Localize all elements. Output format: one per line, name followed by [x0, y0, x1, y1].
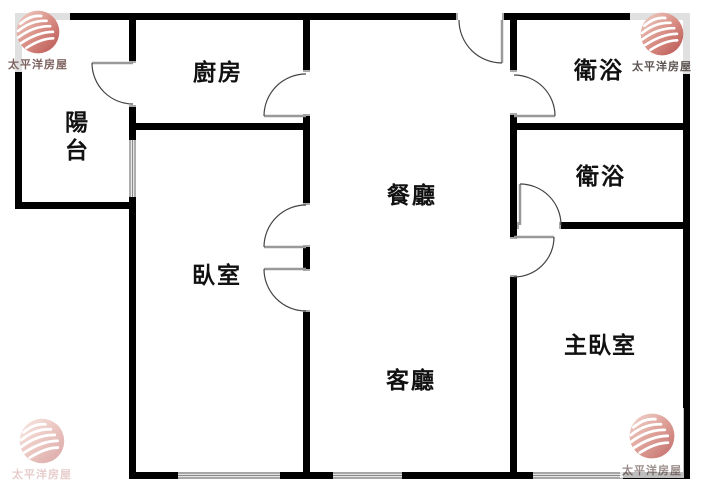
pacific-logo-icon — [16, 10, 60, 54]
watermark-brand-text: 太平洋房屋 — [632, 60, 692, 73]
door-swing-arc — [263, 73, 307, 117]
jamb-cap — [303, 269, 310, 271]
watermark-brand-text: 太平洋房屋 — [622, 464, 682, 477]
pacific-logo-icon — [19, 418, 65, 464]
wall-segment — [303, 312, 310, 479]
door-jambs — [129, 13, 561, 312]
door-bathroom-1 — [513, 74, 556, 118]
jamb-cap — [303, 245, 310, 247]
wall-segment — [15, 13, 458, 20]
wall-segment — [510, 277, 517, 479]
door-swing-arc — [91, 62, 134, 105]
wall-segment — [510, 123, 690, 130]
wall-segment — [129, 472, 178, 479]
jamb-cap — [510, 275, 517, 277]
window-living-south — [333, 472, 402, 479]
watermark-top-right: 太平洋房屋 — [630, 8, 694, 74]
wall-segment — [303, 247, 310, 269]
room-label-bathroom-1: 衛浴 — [574, 58, 624, 84]
wall-segment — [510, 13, 517, 72]
watermark-bottom-left: 太平洋房屋 — [10, 414, 74, 482]
room-label-master-bedroom: 主臥室 — [564, 333, 636, 359]
door-swing-arc — [263, 268, 307, 312]
door-bedroom-upper — [263, 204, 307, 249]
wall-segment — [510, 115, 517, 237]
room-label-living: 客廳 — [386, 368, 436, 394]
wall-segment — [129, 105, 136, 140]
jamb-cap — [510, 113, 517, 115]
door-entry — [458, 19, 504, 64]
jamb-cap — [456, 13, 458, 20]
jamb-cap — [510, 237, 517, 239]
watermark-top-left: 太平洋房屋 — [6, 6, 70, 72]
jamb-cap — [517, 222, 519, 229]
wall-segment — [402, 472, 533, 479]
door-swing-arc — [513, 236, 555, 278]
doors — [91, 19, 562, 312]
jamb-cap — [303, 70, 310, 72]
door-kitchen — [263, 73, 307, 118]
room-label-kitchen: 廚房 — [193, 60, 243, 86]
room-label-balcony: 陽台 — [60, 110, 87, 166]
pacific-logo-icon — [629, 413, 675, 459]
watermark-brand-text: 太平洋房屋 — [12, 468, 72, 481]
wall-segment — [303, 13, 310, 72]
wall-segment — [129, 197, 136, 479]
wall-segment — [280, 472, 333, 479]
wall-segment — [15, 202, 136, 209]
window-master-south — [533, 472, 623, 479]
jamb-cap — [303, 203, 310, 205]
room-label-bathroom-2: 衛浴 — [576, 164, 626, 190]
walls — [15, 13, 690, 479]
jamb-cap — [129, 105, 136, 107]
door-balcony — [91, 61, 134, 105]
wall-segment — [129, 13, 136, 63]
door-master-bedroom — [513, 235, 555, 278]
jamb-cap — [303, 310, 310, 312]
room-label-dining: 餐廳 — [387, 183, 437, 209]
wall-segment — [15, 13, 22, 209]
door-swing-arc — [458, 19, 503, 64]
door-bathroom-2 — [518, 183, 562, 226]
wall-segment — [683, 13, 690, 479]
jamb-cap — [303, 114, 310, 116]
window-bedroom-south — [178, 472, 280, 479]
door-swing-arc — [513, 74, 556, 117]
wall-segment — [561, 222, 690, 229]
wall-segment — [303, 116, 310, 203]
jamb-cap — [559, 222, 561, 229]
room-label-bedroom: 臥室 — [192, 263, 242, 289]
wall-segment — [502, 13, 690, 20]
door-swing-arc — [519, 183, 562, 226]
windows — [129, 140, 623, 479]
window-balcony-bedroom — [129, 140, 136, 197]
watermark-bottom-right: 太平洋房屋 — [620, 408, 684, 478]
wall-segment — [129, 123, 310, 130]
door-swing-arc — [263, 204, 307, 248]
jamb-cap — [502, 13, 504, 20]
watermark-brand-text: 太平洋房屋 — [8, 58, 68, 71]
pacific-logo-icon — [640, 12, 684, 56]
jamb-cap — [510, 70, 517, 72]
door-bedroom-lower — [263, 267, 307, 312]
